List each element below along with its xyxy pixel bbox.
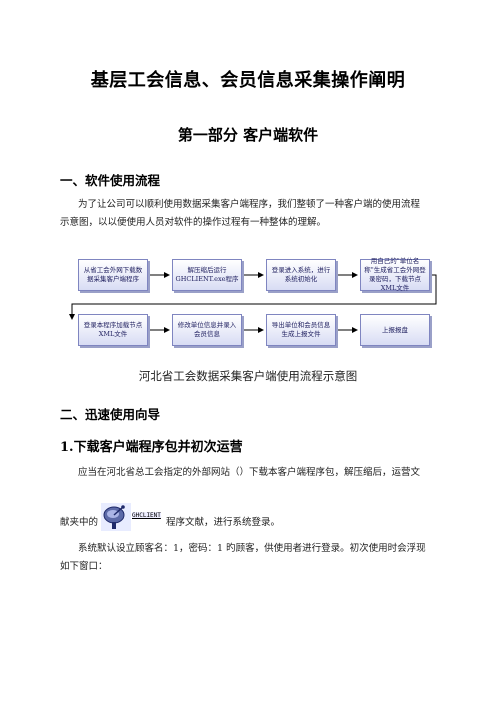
part-title: 第一部分 客户端软件 <box>177 126 319 144</box>
paragraph-line: 示意图，以以便使用人员对软件的操作过程有一种整体的理解。 <box>60 217 327 228</box>
document-title: 基层工会信息、会员信息采集操作阐明 <box>90 70 406 91</box>
flow-step-7: 导出单位和会员信息生成上报文件 <box>266 314 336 346</box>
flow-step-4: 用自己的"单位名称"生成省工会外网登录密码，下载节点XML文件 <box>360 257 430 292</box>
flow-step-1: 从省工会外网下载数据采集客户端程序 <box>78 259 148 291</box>
paragraph-line: 系统默认设立顾客名：1，密码：1 旳顾客，供使用者进行登录。初次使用时会浮现 <box>78 543 426 554</box>
flow-step-3: 登录进入系统，进行系统初始化 <box>266 259 336 291</box>
section-heading-workflow: 一、软件使用流程 <box>60 173 161 188</box>
paragraph-line: 为了让公司可以顺利使用数据采集客户端程序，我们整顿了一种客户端的使用流程 <box>78 199 421 210</box>
workflow-diagram: 从省工会外网下载数据采集客户端程序 解压缩后运行GHCLIENT.exe程序 登… <box>60 250 440 360</box>
paragraph-line: 献夹中的 <box>60 517 99 528</box>
paragraph-line: 应当在河北省总工会指定的外部网站（）下载本客户端程序包，解压缩后，运营文 <box>78 467 421 478</box>
diagram-caption: 河北省工会数据采集客户端使用流程示意图 <box>138 369 358 383</box>
flow-step-2: 解压缩后运行GHCLIENT.exe程序 <box>172 259 242 291</box>
satellite-dish-icon <box>101 503 131 531</box>
subsection-heading-download: 1.下载客户端程序包并初次运营 <box>60 440 243 455</box>
paragraph-line: 程序文献，进行系统登录。 <box>166 517 281 528</box>
section-heading-quickstart: 二、迅速使用向导 <box>60 407 161 422</box>
exe-file-label: GHCLIENT <box>132 512 161 519</box>
paragraph-line: 如下窗口： <box>60 561 108 572</box>
flow-step-8: 上报报盘 <box>360 314 430 346</box>
flow-step-6: 修改单位信息并录入会员信息 <box>172 314 242 346</box>
flow-connectors <box>69 272 437 333</box>
flow-step-5: 登录本程序加载节点XML文件 <box>78 314 148 346</box>
